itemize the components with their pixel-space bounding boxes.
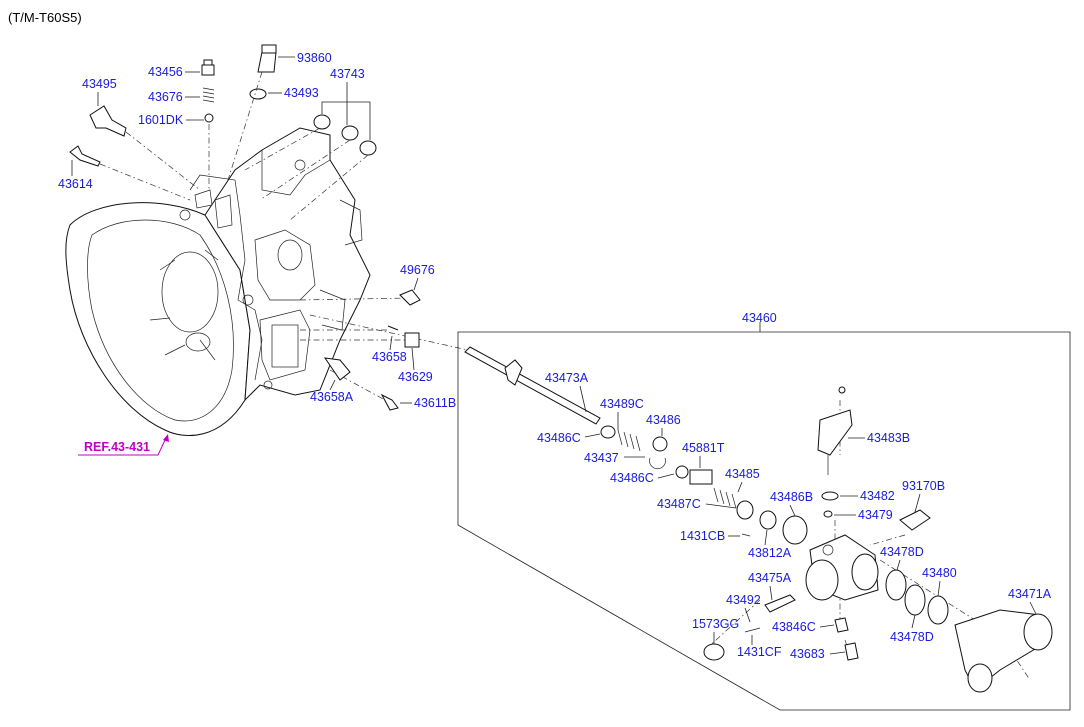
label-43495[interactable]: 43495 [82,77,117,91]
label-43485[interactable]: 43485 [725,467,760,481]
reference-callout[interactable]: REF.43-431 [78,434,169,456]
label-45881T[interactable]: 45881T [682,441,725,455]
label-43479[interactable]: 43479 [858,508,893,522]
label-43629[interactable]: 43629 [398,370,433,384]
label-43478D-a[interactable]: 43478D [880,545,924,559]
assembly-43460-parts [464,346,1053,693]
label-43658A[interactable]: 43658A [310,390,354,404]
label-43489C[interactable]: 43489C [600,397,644,411]
label-43437[interactable]: 43437 [584,451,619,465]
label-43486[interactable]: 43486 [646,413,681,427]
label-leaders [71,56,1037,655]
label-43456[interactable]: 43456 [148,65,183,79]
label-1431CB[interactable]: 1431CB [680,529,725,543]
label-43473A[interactable]: 43473A [545,371,589,385]
label-43487C[interactable]: 43487C [657,497,701,511]
label-43471A[interactable]: 43471A [1008,587,1052,601]
label-43614[interactable]: 43614 [58,177,93,191]
label-43460[interactable]: 43460 [742,311,777,325]
label-43846C[interactable]: 43846C [772,620,816,634]
label-43486C-a[interactable]: 43486C [537,431,581,445]
label-43486C-b[interactable]: 43486C [610,471,654,485]
assembly-43460-box [457,322,1071,711]
label-93860[interactable]: 93860 [297,51,332,65]
reference-label[interactable]: REF.43-431 [84,440,150,454]
label-1431CF[interactable]: 1431CF [737,645,782,659]
label-43683[interactable]: 43683 [790,647,825,661]
top-small-parts [69,44,377,167]
label-43492[interactable]: 43492 [726,593,761,607]
label-49676[interactable]: 49676 [400,263,435,277]
label-43475A[interactable]: 43475A [748,571,792,585]
label-43486B[interactable]: 43486B [770,490,813,504]
model-code: (T/M-T60S5) [8,10,82,25]
label-43478D-b[interactable]: 43478D [890,630,934,644]
label-43658[interactable]: 43658 [372,350,407,364]
label-1601DK[interactable]: 1601DK [138,113,184,127]
label-43483B[interactable]: 43483B [867,431,910,445]
label-43480[interactable]: 43480 [922,566,957,580]
label-93170B[interactable]: 93170B [902,479,945,493]
label-1573GG[interactable]: 1573GG [692,617,739,631]
label-43812A[interactable]: 43812A [748,546,792,560]
label-43743[interactable]: 43743 [330,67,365,81]
case-bolts [323,289,421,411]
label-43611B[interactable]: 43611B [414,396,456,410]
label-43493[interactable]: 43493 [284,86,319,100]
transmission-case-illustration [65,127,371,436]
label-43676[interactable]: 43676 [148,90,183,104]
part-labels: 93860 43456 43743 43495 43676 43493 1601… [58,51,1052,661]
label-43482[interactable]: 43482 [860,489,895,503]
